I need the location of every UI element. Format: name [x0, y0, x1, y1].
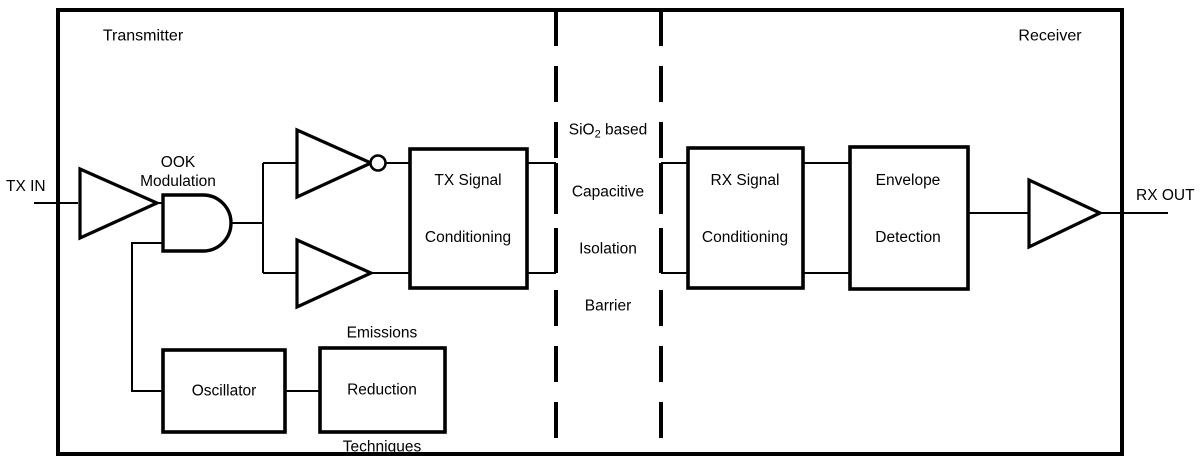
outer-enclosure	[56, 8, 1124, 456]
tx-signal-conditioning-line2: Conditioning	[424, 229, 512, 246]
envelope-detection-line2: Detection	[875, 229, 941, 246]
envelope-detection-line1: Envelope	[875, 172, 941, 189]
and-gate-icon	[161, 193, 233, 253]
barrier-subscript: 2	[594, 128, 601, 141]
isolation-barrier-label: SiO2 based Capacitive Isolation Barrier	[556, 83, 660, 354]
isolation-barrier-line1: SiO2 based	[556, 121, 660, 145]
receiver-section-label: Receiver	[1018, 27, 1082, 45]
output-buffer-icon	[1027, 177, 1104, 250]
barrier-based-text: based	[600, 121, 648, 139]
emissions-reduction-box	[318, 346, 447, 434]
transmitter-section-label: Transmitter	[102, 27, 184, 45]
rx-out-port-label: RX OUT	[1136, 187, 1195, 204]
ook-modulation-label: OOK Modulation	[98, 153, 258, 191]
tx-in-port-label: TX IN	[6, 178, 46, 195]
rx-signal-conditioning-box	[686, 146, 805, 290]
tx-signal-conditioning-label: TX Signal Conditioning	[411, 133, 526, 285]
envelope-detection-label: Envelope Detection	[850, 133, 966, 285]
emissions-reduction-line1: Emissions	[346, 324, 418, 342]
emissions-reduction-line3: Techniques	[342, 438, 422, 456]
envelope-detection-box	[848, 145, 970, 291]
rx-signal-conditioning-label: RX Signal Conditioning	[688, 133, 803, 285]
ook-modulation-text: OOK Modulation	[140, 154, 216, 190]
isolation-barrier-line3: Isolation	[579, 240, 637, 258]
barrier-sio-text: SiO	[568, 121, 595, 139]
rx-signal-conditioning-line2: Conditioning	[701, 229, 789, 246]
oscillator-label: Oscillator	[191, 382, 257, 400]
isolation-barrier-line2: Capacitive	[571, 183, 645, 201]
rx-signal-conditioning-line1: RX Signal	[710, 172, 780, 189]
emissions-reduction-line2: Reduction	[347, 381, 417, 399]
tx-signal-conditioning-box	[408, 147, 529, 290]
wire-oscillator-feedback	[131, 242, 163, 392]
tx-signal-conditioning-line1: TX Signal	[434, 172, 502, 189]
input-buffer-icon	[78, 166, 161, 241]
oscillator-box	[161, 348, 287, 434]
inverter-bubble-icon	[369, 154, 387, 172]
isolation-barrier-line4: Barrier	[584, 297, 632, 315]
inverter-icon	[295, 127, 375, 200]
emissions-reduction-label: Emissions Reduction Techniques	[320, 286, 444, 462]
lower-buffer-icon	[295, 237, 375, 310]
